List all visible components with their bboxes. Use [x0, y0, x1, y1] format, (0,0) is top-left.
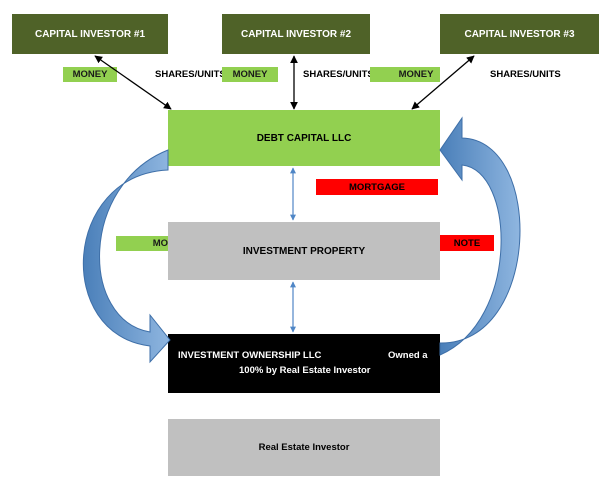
investment-property-box: INVESTMENT PROPERTY	[168, 222, 440, 280]
ownership-owned: Owned a	[388, 350, 428, 361]
left-curved-arrow	[82, 149, 171, 364]
ownership-line1: INVESTMENT OWNERSHIP LLC	[178, 350, 322, 361]
money-tag-2: MONEY	[222, 67, 278, 82]
right-curved-arrow	[439, 116, 521, 356]
real-estate-investor-box: Real Estate Investor	[168, 419, 440, 476]
money-tag-partial: MO	[116, 236, 170, 251]
shares-units-tag-3: SHARES/UNITS	[490, 69, 561, 80]
shares-units-tag-2: SHARES/UNITS	[303, 69, 374, 80]
investment-property-label: INVESTMENT PROPERTY	[242, 245, 366, 257]
debt-capital-llc-box: DEBT CAPITAL LLC	[168, 110, 440, 166]
capital-investor-2-label: CAPITAL INVESTOR #2	[240, 28, 352, 40]
investor-1-arrow	[94, 55, 172, 110]
shares-units-tag-1: SHARES/UNITS	[155, 69, 226, 80]
capital-investor-1-label: CAPITAL INVESTOR #1	[34, 28, 146, 40]
investor-3-arrow	[411, 55, 475, 110]
note-tag: NOTE	[440, 235, 494, 251]
investment-ownership-llc-box: INVESTMENT OWNERSHIP LLC Owned a 100% by…	[168, 334, 440, 393]
real-estate-investor-label: Real Estate Investor	[258, 442, 350, 453]
capital-investor-3-box: CAPITAL INVESTOR #3	[440, 14, 599, 54]
capital-investor-1-box: CAPITAL INVESTOR #1	[12, 14, 168, 54]
capital-investor-3-label: CAPITAL INVESTOR #3	[464, 28, 575, 40]
capital-investor-2-box: CAPITAL INVESTOR #2	[222, 14, 370, 54]
debt-capital-llc-label: DEBT CAPITAL LLC	[256, 132, 352, 144]
ownership-line2: 100% by Real Estate Investor	[239, 365, 371, 376]
mortgage-tag: MORTGAGE	[316, 179, 438, 195]
